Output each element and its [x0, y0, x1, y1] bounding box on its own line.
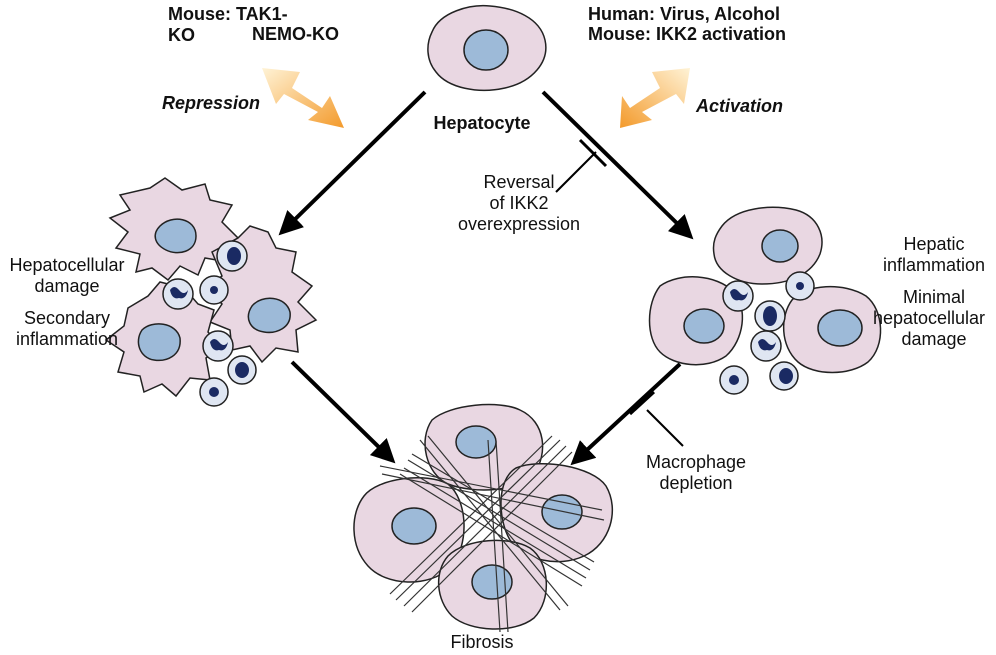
repression-bolt-arrow: [262, 68, 344, 128]
right-damage-line2: hepatocellular: [872, 308, 986, 328]
hepatocyte-label: Hepatocyte: [433, 113, 531, 133]
right-inflammation-line1: Hepatic: [903, 234, 965, 254]
top-left-line1: Mouse: TAK1-KO: [168, 4, 288, 45]
repression-label: Repression: [162, 93, 261, 113]
top-left-line2: NEMO-KO: [252, 24, 339, 44]
right-inflammation-line2: inflammation: [882, 255, 986, 275]
right-damage-line3: damage: [901, 329, 967, 349]
top-right-line2: Mouse: IKK2 activation: [588, 24, 787, 44]
fibrosis-cells: [353, 403, 614, 630]
arrow-to-inflammation: [541, 90, 694, 240]
top-right-line1: Human: Virus, Alcohol: [588, 4, 781, 24]
left-inflammation-line2: inflammation: [15, 329, 119, 349]
reversal-line2: of IKK2: [489, 193, 549, 213]
macrophage-inhibitor: [628, 390, 684, 447]
arrow-to-damage: [278, 90, 427, 236]
left-immune-cells: [162, 240, 257, 407]
arrow-left-to-fibrosis: [290, 360, 396, 464]
reversal-line1: Reversal: [483, 172, 555, 192]
reversal-line3: overexpression: [457, 214, 581, 234]
left-damage-line1: Hepatocellular: [9, 255, 125, 275]
collagen-fibers: [379, 435, 605, 633]
left-inflammation-line1: Secondary: [23, 308, 111, 328]
arrow-right-to-fibrosis: [570, 362, 682, 466]
fibrosis-label: Fibrosis: [450, 632, 514, 652]
reversal-inhibitor: [555, 138, 608, 193]
activation-bolt-arrow: [620, 68, 690, 128]
right-damage-line1: Minimal: [902, 287, 965, 307]
hepatocyte-cell: [427, 4, 547, 91]
inflamed-hepatocytes: [648, 206, 882, 374]
left-damage-line2: damage: [34, 276, 100, 296]
macrophage-line2: depletion: [659, 473, 733, 493]
right-immune-cells: [719, 271, 815, 395]
activation-label: Activation: [696, 96, 784, 116]
macrophage-line1: Macrophage: [645, 452, 747, 472]
